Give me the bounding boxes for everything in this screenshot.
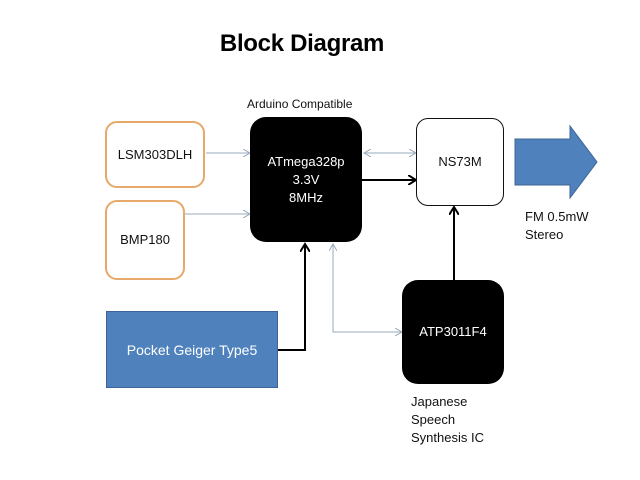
block-ns73m-label: NS73M [438, 154, 482, 169]
speech-label-line-1: Japanese [411, 394, 468, 409]
block-atp3011f4-label: ATP3011F4 [419, 324, 487, 339]
output-arrow-icon [514, 124, 598, 200]
block-bmp180: BMP180 [105, 200, 185, 280]
block-pocket-geiger: Pocket Geiger Type5 [106, 311, 278, 388]
output-label-line-2: Stereo [525, 227, 564, 242]
block-bmp180-label: BMP180 [120, 232, 170, 247]
output-label: FM 0.5mW Stereo [525, 208, 589, 244]
block-ns73m: NS73M [416, 118, 504, 206]
speech-label: Japanese Speech Synthesis IC [411, 393, 484, 447]
mcu-name: ATmega328p [267, 153, 345, 169]
mcu-clock: 8MHz [289, 189, 323, 205]
wire-mcu-speech-bus [333, 244, 402, 332]
block-atmega328p: ATmega328p 3.3V 8MHz [250, 117, 362, 242]
speech-label-line-2: Speech [411, 412, 456, 427]
block-lsm303dlh: LSM303DLH [105, 121, 205, 188]
block-pocket-geiger-label: Pocket Geiger Type5 [126, 341, 258, 358]
mcu-caption: Arduino Compatible [247, 97, 353, 111]
output-label-line-1: FM 0.5mW [525, 209, 589, 224]
block-atp3011f4: ATP3011F4 [402, 280, 504, 384]
block-lsm303dlh-label: LSM303DLH [117, 146, 193, 162]
wire-geiger-to-mcu [277, 244, 305, 351]
mcu-voltage: 3.3V [292, 171, 320, 187]
page-title: Block Diagram [219, 30, 385, 57]
speech-label-line-3: Synthesis IC [411, 430, 484, 445]
